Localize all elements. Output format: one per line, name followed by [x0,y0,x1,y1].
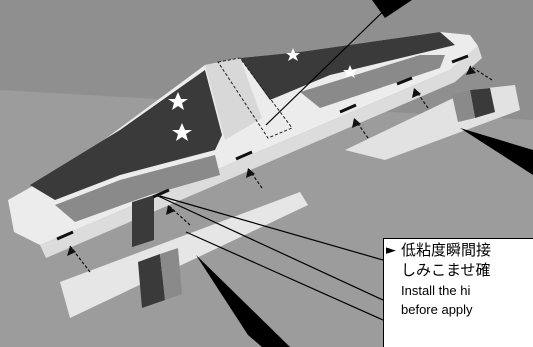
instruction-text-box: ► 低粘度瞬間接 しみこませ確 Install the hi before ap… [383,238,533,347]
instruction-en-line-1: Install the hi [401,283,470,298]
instruction-en-line-2: before apply [401,302,473,317]
left-aileron-dark-stripe [132,195,154,247]
bullet-marker: ► [386,242,396,259]
instruction-jp-line-1: 低粘度瞬間接 [401,242,491,259]
instruction-jp-line-2: しみこませ確 [401,262,491,279]
